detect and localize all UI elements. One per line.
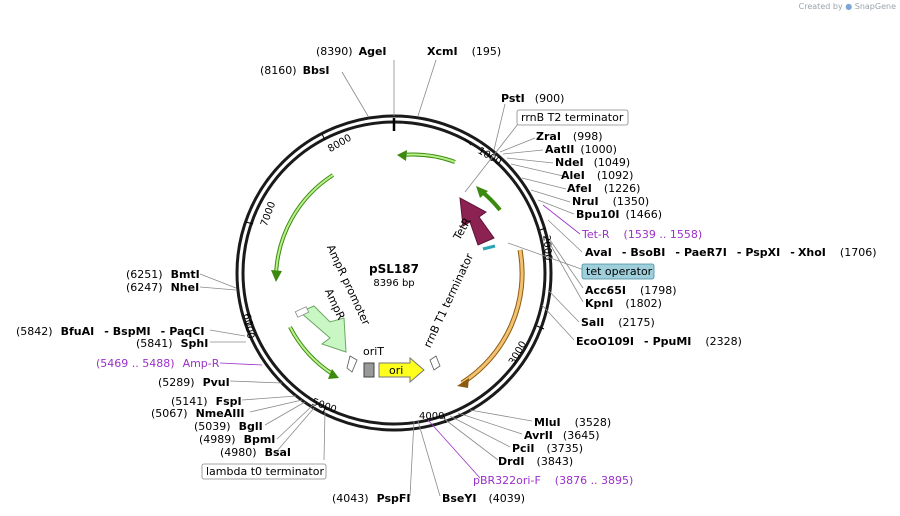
- rrnb-t1-marker: [429, 355, 441, 371]
- site-drdi: DrdI(3843): [498, 455, 573, 468]
- site-bfuai-group: (5842)BfuAI-BspMI-PaqCI: [16, 325, 204, 338]
- snapgene-watermark: Created by ● SnapGene: [798, 2, 896, 11]
- tetr-arrow: [459, 197, 495, 246]
- site-acc65i: Acc65I(1798): [585, 284, 677, 297]
- site-mlui: MluI(3528): [534, 416, 611, 429]
- orange-arc-head: [457, 378, 469, 388]
- ampr-promoter-label: AmpR promoter: [324, 243, 373, 328]
- green-arc-left-head: [271, 270, 282, 282]
- tet-operator-box: [581, 263, 655, 280]
- site-nrui: NruI(1350): [572, 195, 649, 208]
- site-bsai: (4980)BsaI: [220, 446, 291, 459]
- lambda-t0-box: [201, 463, 327, 480]
- ampr-promoter-box: [294, 306, 310, 318]
- site-bpmi: (4989)BpmI: [199, 433, 275, 446]
- tick-label-6000: 6000: [240, 313, 255, 340]
- green-arc-lower-fill: [289, 326, 335, 376]
- site-bmti: (6251)BmtI: [126, 268, 200, 281]
- orit-label: oriT: [363, 345, 384, 358]
- lambda-t0-label: lambda t0 terminator: [206, 465, 324, 478]
- ori-label: ori: [389, 364, 403, 377]
- primer-tetr: Tet-R(1539 .. 1558): [581, 228, 702, 241]
- site-ndei: NdeI(1049): [555, 156, 630, 169]
- tick-label-7000: 7000: [259, 200, 278, 228]
- site-afei: AfeI(1226): [567, 182, 640, 195]
- plasmid-name: pSL187: [369, 262, 419, 276]
- orit-marker: [346, 355, 358, 373]
- green-arc-right-head: [476, 186, 488, 198]
- green-arc-top-head: [397, 150, 407, 161]
- site-bgli: (5039)BglI: [194, 420, 263, 433]
- site-aatii: AatII(1000): [545, 143, 617, 156]
- site-sphi: (5841)SphI: [136, 337, 208, 350]
- tet-operator-label: tet operator: [586, 265, 653, 278]
- green-arc-lower-head: [328, 369, 339, 379]
- site-zrai: ZraI(998): [536, 130, 603, 143]
- ori-arrow: [378, 356, 425, 384]
- tick-label-4000: 4000: [419, 411, 444, 422]
- ampr-arrow: [299, 305, 347, 353]
- rrnb-t1-label: rrnB T1 terminator: [421, 251, 476, 350]
- site-xcmi: XcmI(195): [427, 45, 501, 58]
- site-bpu10i: Bpu10I(1466): [576, 208, 662, 221]
- site-avai-group: AvaI-BsoBI-PaeR7I-PspXI-XhoI(1706): [585, 246, 876, 259]
- site-nmeaiii: (5067)NmeAIII: [151, 407, 245, 420]
- site-eco-group: EcoO109I-PpuMI(2328): [576, 335, 742, 348]
- site-bseyi: BseYI(4039): [442, 492, 525, 505]
- site-psti: PstI(900): [501, 92, 564, 105]
- tick-label-2000: 2000: [540, 235, 553, 261]
- plasmid-size: 8396 bp: [373, 278, 414, 289]
- site-pcii: PciI(3735): [512, 442, 583, 455]
- site-pspfi: (4043)PspFI: [332, 492, 410, 505]
- site-nhei: (6247)NheI: [126, 281, 199, 294]
- site-pvui: (5289)PvuI: [158, 376, 230, 389]
- rrnb-t2-label: rrnB T2 terminator: [521, 111, 624, 124]
- green-arc-left: [274, 173, 335, 277]
- site-alei: AleI(1092): [561, 169, 633, 182]
- site-kpni: KpnI(1802): [585, 297, 662, 310]
- snapgene-logo-icon: ●: [845, 2, 853, 11]
- tick-label-3000: 3000: [507, 339, 529, 367]
- primer-ampr: (5469 .. 5488)Amp-R: [96, 357, 220, 370]
- scale-ticks: [245, 133, 547, 424]
- site-fspi: (5141)FspI: [171, 395, 242, 408]
- ampr-label: AmpR: [322, 287, 348, 323]
- site-bbsi: (8160)BbsI: [260, 64, 329, 77]
- site-avrii: AvrII(3645): [524, 429, 599, 442]
- orange-arc-fill: [461, 249, 524, 385]
- primer-pbr322: pBR322ori-F(3876 .. 3895): [473, 474, 633, 487]
- grey-block: [363, 362, 375, 378]
- rrnb-t2-box: [516, 109, 629, 126]
- leader-lines: [199, 59, 585, 497]
- tet-operator-mark: [482, 244, 496, 251]
- site-agei: (8390)AgeI: [316, 45, 387, 58]
- site-sali: SalI(2175): [581, 316, 655, 329]
- green-arc-left-fill: [275, 174, 334, 277]
